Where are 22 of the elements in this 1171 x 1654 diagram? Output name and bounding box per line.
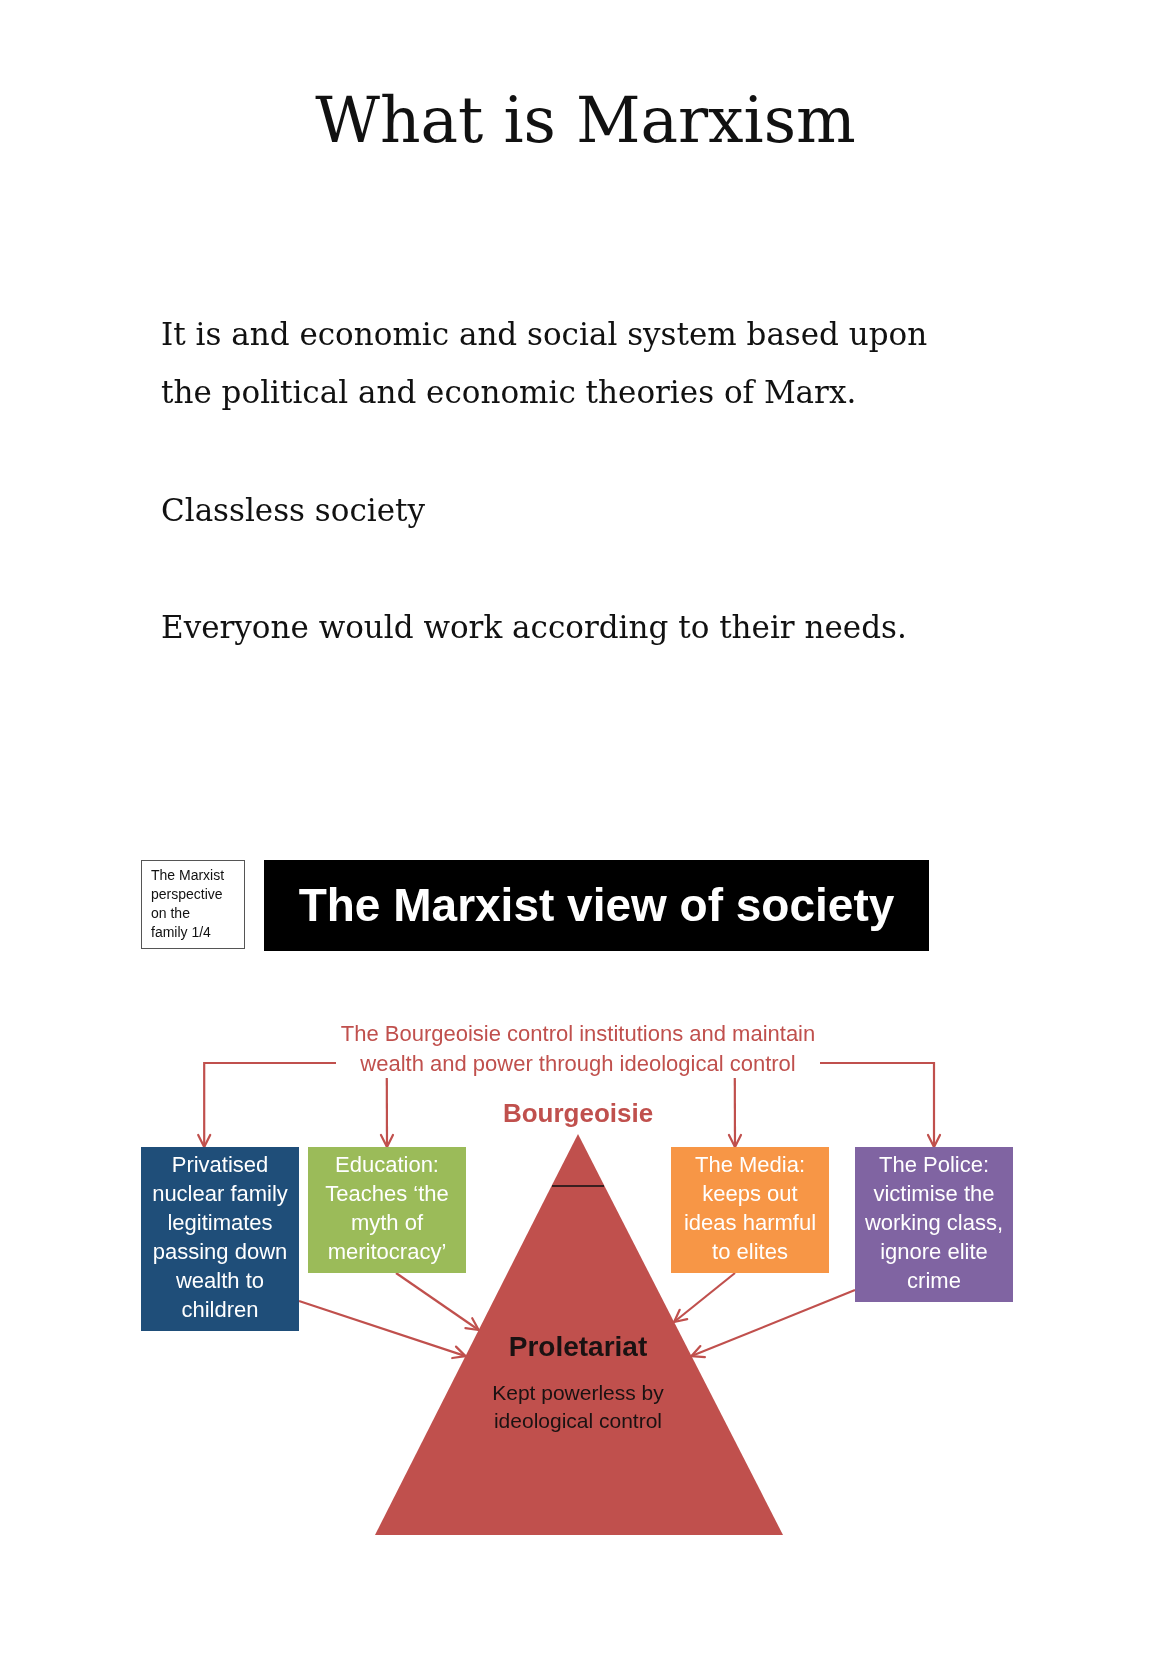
title-banner: The Marxist view of society	[264, 860, 929, 951]
arrow	[690, 1289, 856, 1359]
annotation-text: The Bourgeoisie control institutions and maintain wealth and power through ideological control	[336, 1019, 820, 1078]
page-title: What is Marxism	[315, 83, 856, 159]
arrow	[395, 1272, 480, 1332]
info-box: Privatised nuclear family legitimates passing down wealth to children	[141, 1147, 299, 1331]
arrow	[379, 1078, 395, 1149]
arrow	[197, 1061, 336, 1149]
info-box: The Police: victimise the working class, ignore elite crime	[855, 1147, 1013, 1302]
arrow	[673, 1272, 736, 1324]
arrow	[298, 1299, 467, 1360]
pyramid-heading: Proletariat	[508, 1330, 648, 1364]
arrow	[820, 1061, 942, 1149]
pyramid-label: Bourgeoisie	[502, 1097, 654, 1129]
info-box: The Media: keeps out ideas harmful to elites	[671, 1147, 829, 1273]
info-box: Education: Teaches ‘the myth of meritocracy’	[308, 1147, 466, 1273]
paragraph: It is and economic and social system based upon the political and economic theories of Marx.	[161, 315, 929, 412]
paragraph: Classless society	[161, 491, 426, 530]
paragraph: Everyone would work according to their needs.	[161, 608, 907, 647]
pyramid-text: Kept powerless by ideological control	[491, 1380, 665, 1434]
arrow	[727, 1078, 743, 1149]
label-box: The Marxist perspective on the family 1/4	[141, 860, 245, 949]
